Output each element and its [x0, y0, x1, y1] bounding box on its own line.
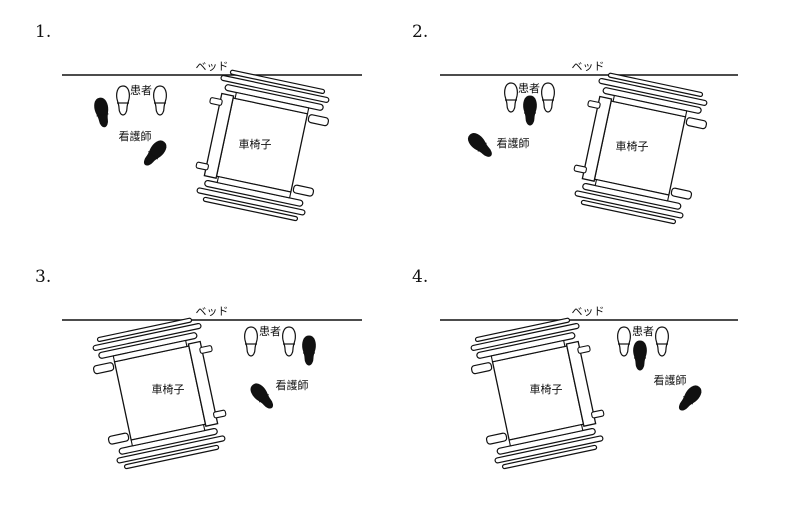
- patient-left-foot-icon: [116, 85, 130, 116]
- transfer-diagram: ベッド 患者 看護師 車椅子: [440, 60, 738, 227]
- nurse-left-foot-icon: [633, 340, 647, 371]
- step-number: 3.: [35, 267, 52, 287]
- bed-label: ベッド: [572, 60, 605, 73]
- patient-label: 患者: [632, 325, 654, 338]
- nurse-label: 看護師: [119, 129, 152, 143]
- patient-left-foot-icon: [504, 82, 518, 113]
- nurse-right-foot-icon: [675, 382, 705, 415]
- nurse-label: 看護師: [497, 136, 530, 150]
- transfer-diagram: ベッド 患者 看護師 車椅子: [440, 305, 738, 472]
- patient-right-foot-icon: [282, 326, 296, 357]
- wheelchair-label: 車椅子: [239, 137, 272, 151]
- nurse-right-foot-icon: [465, 130, 496, 161]
- bed-label: ベッド: [196, 60, 229, 73]
- nurse-label: 看護師: [654, 373, 687, 387]
- patient-left-foot-icon: [617, 326, 631, 357]
- nurse-left-foot-icon: [302, 335, 316, 366]
- nurse-left-foot-icon: [523, 95, 537, 126]
- transfer-diagram: ベッド 患者 看護師 車椅子: [62, 305, 362, 472]
- nurse-right-foot-icon: [247, 380, 277, 413]
- wheelchair-label: 車椅子: [152, 382, 185, 396]
- bed-label: ベッド: [572, 305, 605, 318]
- wheelchair-label: 車椅子: [616, 139, 649, 153]
- wheelchair-label: 車椅子: [530, 382, 563, 396]
- patient-label: 患者: [518, 82, 540, 95]
- patient-label: 患者: [259, 325, 281, 338]
- patient-left-foot-icon: [244, 326, 258, 357]
- panel-4: 4. ベッド 患者 看護師 車椅子: [400, 253, 799, 507]
- patient-right-foot-icon: [153, 85, 167, 116]
- patient-right-foot-icon: [541, 82, 555, 113]
- nurse-left-foot-icon: [92, 96, 112, 129]
- step-number: 4.: [412, 267, 429, 287]
- nurse-label: 看護師: [276, 378, 309, 392]
- panel-2: 2. ベッド 患者 看護師 車椅子: [400, 0, 799, 253]
- patient-label: 患者: [130, 84, 152, 97]
- transfer-diagram: ベッド 患者 看護師 車椅子: [62, 60, 362, 224]
- step-number: 2.: [412, 22, 429, 42]
- patient-right-foot-icon: [655, 326, 669, 357]
- panel-1: 1. ベッド 患者 看護師 車椅子: [0, 0, 400, 253]
- bed-label: ベッド: [196, 305, 229, 318]
- step-number: 1.: [35, 22, 52, 42]
- panel-3: 3. ベッド 患者 看護師 車椅子: [0, 253, 400, 507]
